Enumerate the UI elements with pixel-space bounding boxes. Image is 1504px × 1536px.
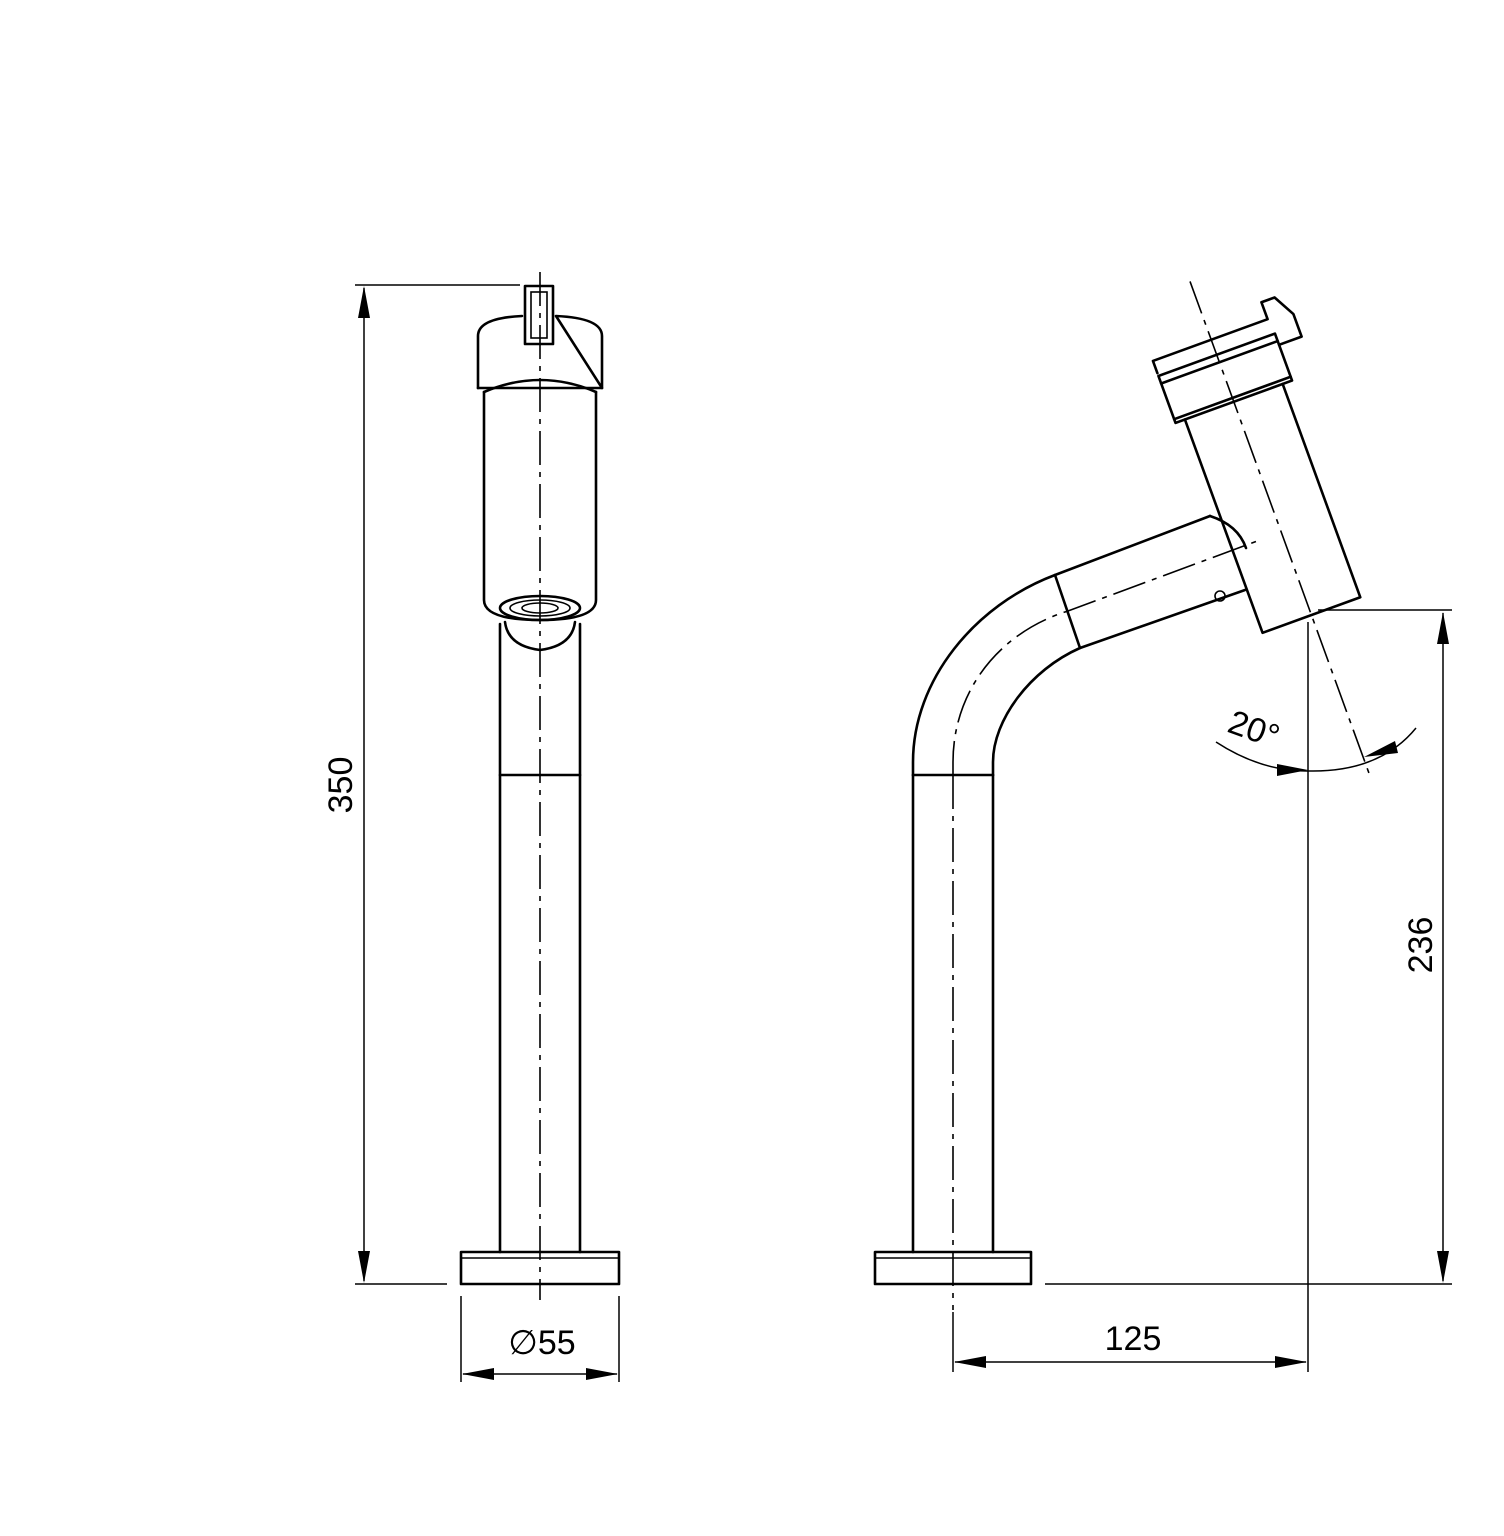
front-head-cap xyxy=(476,314,604,390)
side-base-flange xyxy=(873,1250,1033,1286)
front-view: 350 ∅55 xyxy=(322,272,621,1382)
front-pipe xyxy=(498,622,582,1254)
side-view: 20° 236 125 xyxy=(873,281,1452,1372)
front-lever-handle xyxy=(523,284,555,346)
front-aerator xyxy=(498,594,582,652)
front-base-flange xyxy=(459,1250,621,1286)
height-dimension: 350 xyxy=(322,284,520,1285)
base-diameter-dimension: ∅55 xyxy=(460,1296,620,1382)
side-head xyxy=(1151,281,1371,776)
spout-height-dimension: 236 xyxy=(1045,609,1452,1285)
spout-reach-dimension: 125 xyxy=(952,1312,1307,1372)
height-dimension-label: 350 xyxy=(322,757,360,814)
spout-angle-dimension: 20° xyxy=(1215,622,1417,1372)
spout-height-label: 236 xyxy=(1402,917,1440,974)
spout-reach-label: 125 xyxy=(1105,1320,1162,1358)
side-pipe xyxy=(911,773,995,1310)
side-spout xyxy=(911,514,1261,777)
base-diameter-label: ∅55 xyxy=(508,1324,575,1362)
spout-angle-label: 20° xyxy=(1223,703,1284,756)
